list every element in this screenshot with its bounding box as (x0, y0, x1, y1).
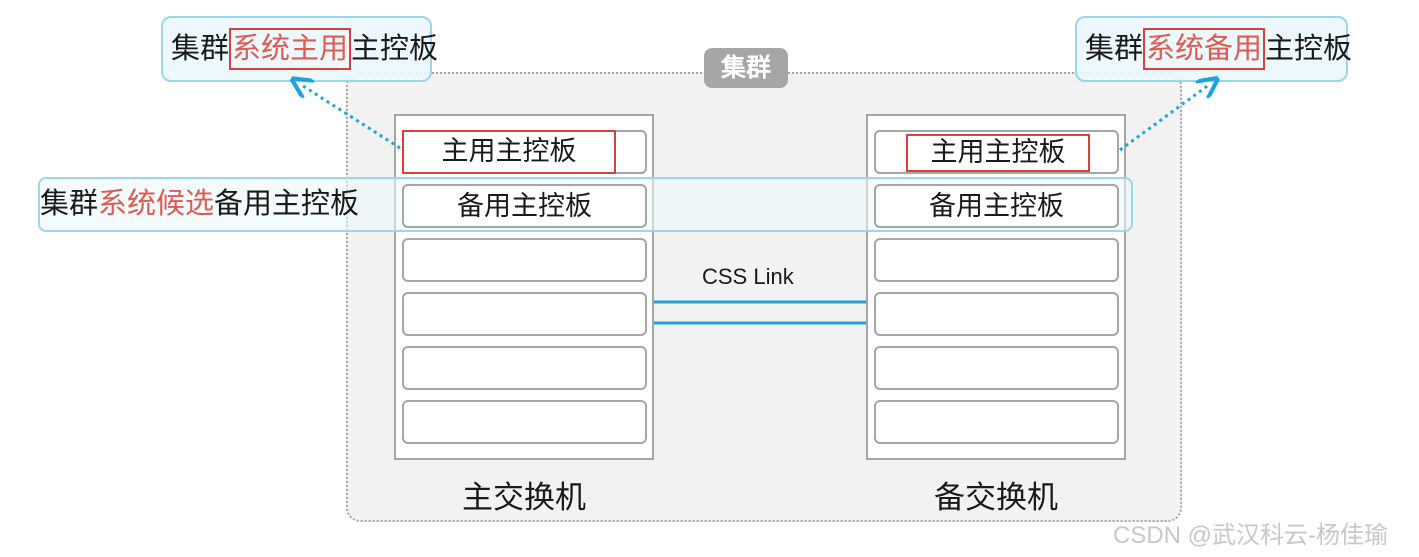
callout-system-master: 集群系统主用主控板 (161, 16, 438, 82)
backup-slot-3 (874, 238, 1119, 282)
watermark: CSDN @武汉科云-杨佳瑜 (1113, 522, 1389, 549)
backup-switch-label: 备交换机 (934, 480, 1058, 515)
backup-master-slot: 主用主控板 (874, 130, 1119, 174)
primary-switch-label: 主交换机 (462, 480, 586, 515)
callout-left-suffix: 主控板 (351, 33, 439, 65)
primary-master-slot: 主用主控板 (402, 130, 647, 174)
backup-standby-slot: 备用主控板 (874, 184, 1119, 228)
primary-standby-slot: 备用主控板 (402, 184, 647, 228)
callout-system-backup: 集群系统备用主控板 (1075, 16, 1352, 82)
backup-slot-6 (874, 400, 1119, 444)
backup-master-label: 主用主控板 (906, 134, 1090, 172)
arrow-to-master-callout (300, 84, 401, 150)
band-suffix: 备用主控板 (214, 188, 360, 220)
band-highlight: 系统候选 (98, 188, 215, 220)
css-link-label: CSS Link (702, 264, 794, 289)
callout-left-prefix: 集群 (171, 33, 230, 65)
primary-slot-5 (402, 346, 647, 390)
backup-slot-4 (874, 292, 1119, 336)
candidate-callout-text: 集群系统候选备用主控板 (40, 186, 359, 222)
callout-right-highlight: 系统备用 (1143, 28, 1266, 70)
primary-master-label: 主用主控板 (402, 130, 616, 174)
callout-right-suffix: 主控板 (1265, 33, 1353, 65)
primary-slot-4 (402, 292, 647, 336)
callout-right-prefix: 集群 (1085, 33, 1144, 65)
arrow-to-backup-callout (1119, 84, 1210, 152)
band-prefix: 集群 (40, 188, 99, 220)
primary-slot-6 (402, 400, 647, 444)
cluster-tag: 集群 (704, 48, 788, 88)
primary-slot-3 (402, 238, 647, 282)
backup-slot-5 (874, 346, 1119, 390)
callout-left-highlight: 系统主用 (229, 28, 352, 70)
